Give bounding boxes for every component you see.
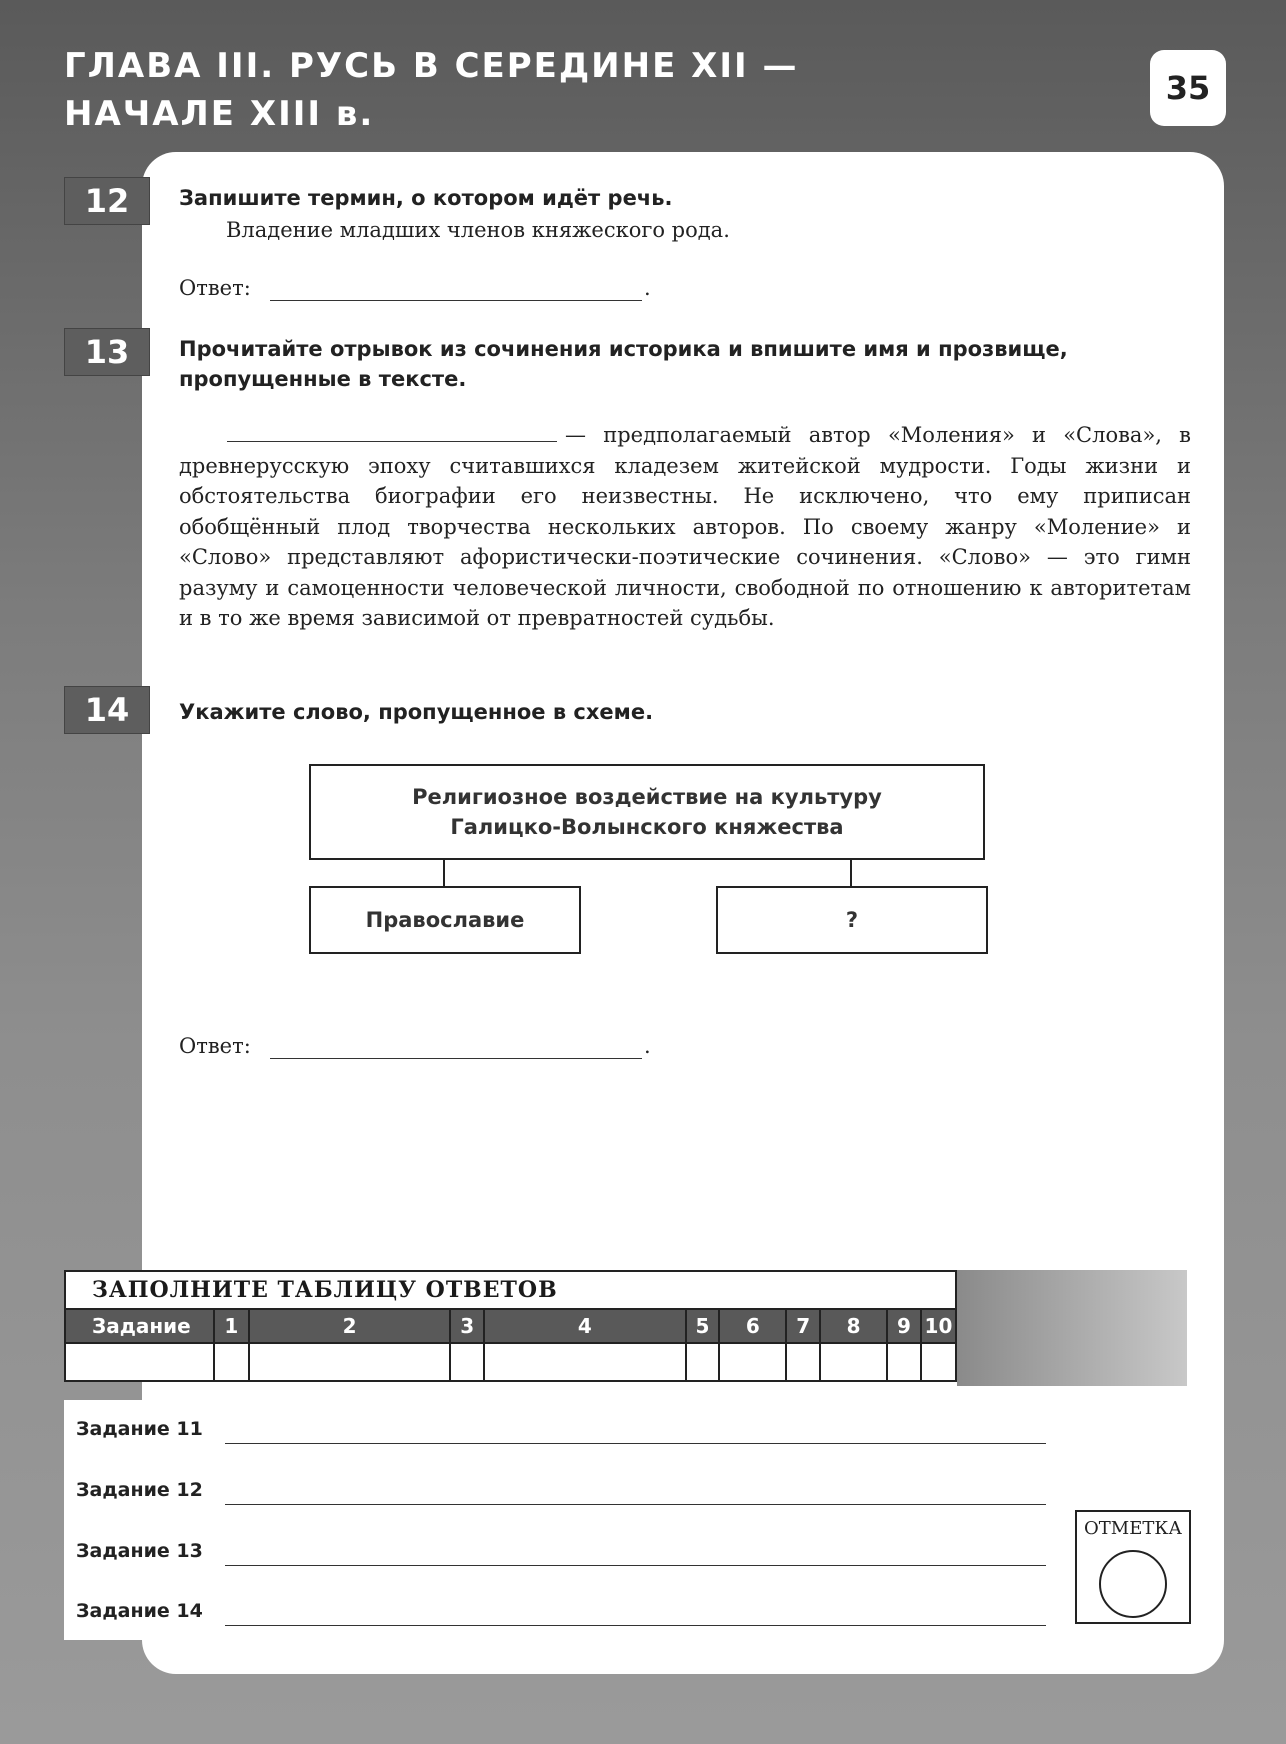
task-13-number: 13: [64, 328, 150, 376]
task-14-answer-end: .: [644, 1034, 651, 1058]
final-answer-line-11[interactable]: [225, 1443, 1046, 1444]
header-cell-task: Задание: [64, 1308, 215, 1344]
final-answers-panel: [64, 1400, 1187, 1640]
header-cell: 2: [247, 1308, 452, 1344]
chapter-title-line2: НАЧАЛЕ XIII в.: [64, 94, 375, 134]
answer-cell[interactable]: [247, 1342, 452, 1382]
diagram-top-box: Религиозное воздействие на культуру Гали…: [309, 764, 985, 860]
task-12-answer-end: .: [644, 276, 651, 300]
task-12-answer-field[interactable]: [270, 300, 642, 301]
final-answer-line-12[interactable]: [225, 1504, 1046, 1505]
final-answer-label-12: Задание 12: [76, 1479, 203, 1501]
table-side-shade: [957, 1270, 1187, 1386]
task-13-prompt-line2: пропущенные в тексте.: [179, 367, 467, 391]
final-answer-line-13[interactable]: [225, 1565, 1046, 1566]
diagram-top-line1: Религиозное воздействие на культуру: [412, 785, 882, 809]
header-cell: 4: [483, 1308, 687, 1344]
answers-table-header: Задание 1 2 3 4 5 6 7 8 9 10: [64, 1308, 958, 1344]
task-12-answer-label: Ответ:: [179, 276, 251, 300]
task-13-prompt-line1: Прочитайте отрывок из сочинения историка…: [179, 337, 1068, 361]
answer-cell[interactable]: [684, 1342, 721, 1382]
task-14-answer-field[interactable]: [270, 1058, 642, 1059]
diagram-left-box: Православие: [309, 886, 581, 954]
answer-cell[interactable]: [483, 1342, 687, 1382]
final-answer-label-11: Задание 11: [76, 1418, 203, 1440]
header-cell: 9: [886, 1308, 922, 1344]
task-14-answer-label: Ответ:: [179, 1034, 251, 1058]
header-cell: 7: [785, 1308, 822, 1344]
header-cell: 10: [919, 1308, 958, 1344]
header-cell: 5: [684, 1308, 721, 1344]
answer-cell[interactable]: [919, 1342, 958, 1382]
answers-table-input-row: [64, 1342, 958, 1382]
chapter-title-line1: ГЛАВА III. РУСЬ В СЕРЕДИНЕ XII —: [64, 46, 799, 86]
diagram-right-box: ?: [716, 886, 988, 954]
task-14-number: 14: [64, 686, 150, 734]
grade-mark-box: ОТМЕТКА: [1075, 1510, 1191, 1624]
diagram-top-line2: Галицко-Волынского княжества: [450, 815, 844, 839]
final-answer-label-13: Задание 13: [76, 1540, 203, 1562]
answers-table: ЗАПОЛНИТЕ ТАБЛИЦУ ОТВЕТОВ Задание 1 2 3 …: [64, 1270, 958, 1382]
answer-cell[interactable]: [212, 1342, 250, 1382]
task-12-number: 12: [64, 177, 150, 225]
task-14-prompt: Укажите слово, пропущенное в схеме.: [179, 700, 654, 724]
answers-table-title: ЗАПОЛНИТЕ ТАБЛИЦУ ОТВЕТОВ: [64, 1270, 957, 1310]
answer-cell[interactable]: [819, 1342, 888, 1382]
header-cell: 6: [718, 1308, 788, 1344]
answer-cell[interactable]: [718, 1342, 788, 1382]
answer-cell[interactable]: [886, 1342, 922, 1382]
final-answer-line-14[interactable]: [225, 1625, 1046, 1626]
task-13-passage: — предполагаемый автор «Моления» и «Слов…: [179, 420, 1191, 634]
grade-mark-label: ОТМЕТКА: [1084, 1518, 1182, 1539]
grade-circle-icon[interactable]: [1099, 1550, 1167, 1618]
final-answer-label-14: Задание 14: [76, 1600, 203, 1622]
header-cell: 3: [449, 1308, 486, 1344]
chapter-title: ГЛАВА III. РУСЬ В СЕРЕДИНЕ XII — НАЧАЛЕ …: [64, 42, 799, 138]
task-13-passage-text: — предполагаемый автор «Моления» и «Слов…: [179, 423, 1191, 630]
page-number: 35: [1150, 50, 1226, 126]
task-12-prompt: Запишите термин, о котором идёт речь.: [179, 186, 673, 210]
header-cell: 8: [819, 1308, 888, 1344]
task-12-text: Владение младших членов княжеского рода.: [226, 218, 730, 242]
answer-cell-label: [64, 1342, 215, 1382]
header-cell: 1: [212, 1308, 250, 1344]
diagram-connector-right: [850, 858, 852, 886]
answer-cell[interactable]: [449, 1342, 486, 1382]
diagram-connector-left: [443, 858, 445, 886]
answer-cell[interactable]: [785, 1342, 822, 1382]
task-13-answer-blank[interactable]: [227, 423, 557, 442]
